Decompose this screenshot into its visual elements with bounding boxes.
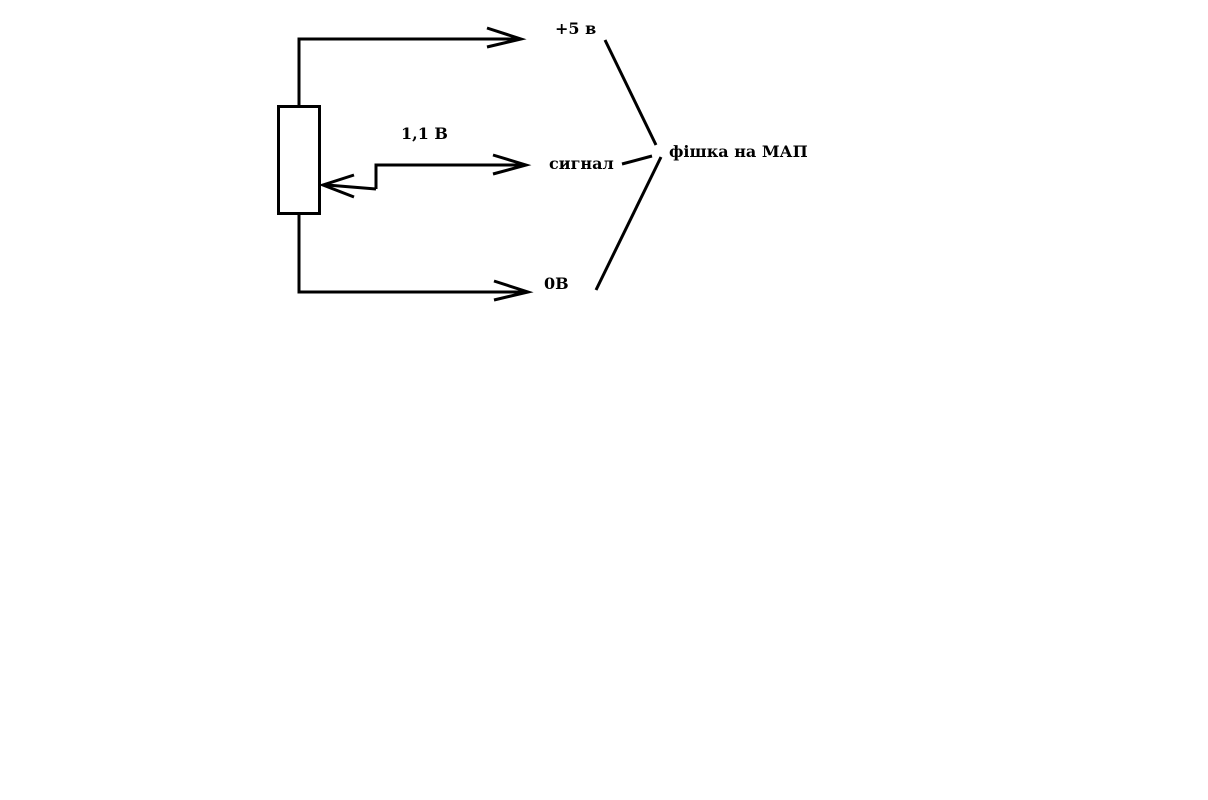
connector-label: фішка на МАП: [669, 142, 808, 161]
signal-wire: [374, 163, 525, 189]
wiper-arrow: [318, 173, 355, 199]
zero-volt-arrow: [493, 279, 534, 302]
signal-label: сигнал: [549, 154, 614, 173]
bracket-top-line: [603, 39, 658, 146]
zero-volt-wire: [297, 213, 527, 294]
signal-arrow: [492, 153, 532, 176]
bracket-middle-line: [621, 154, 653, 166]
wiper-voltage-label: 1,1 В: [401, 124, 448, 143]
plus-five-arrow: [486, 26, 527, 49]
plus-five-label: +5 в: [555, 19, 597, 38]
potentiometer-body: [277, 105, 321, 215]
plus-five-wire: [297, 37, 520, 106]
zero-volt-label: 0В: [544, 274, 569, 293]
wiper-line: [326, 183, 377, 191]
bracket-bottom-line: [594, 156, 663, 291]
